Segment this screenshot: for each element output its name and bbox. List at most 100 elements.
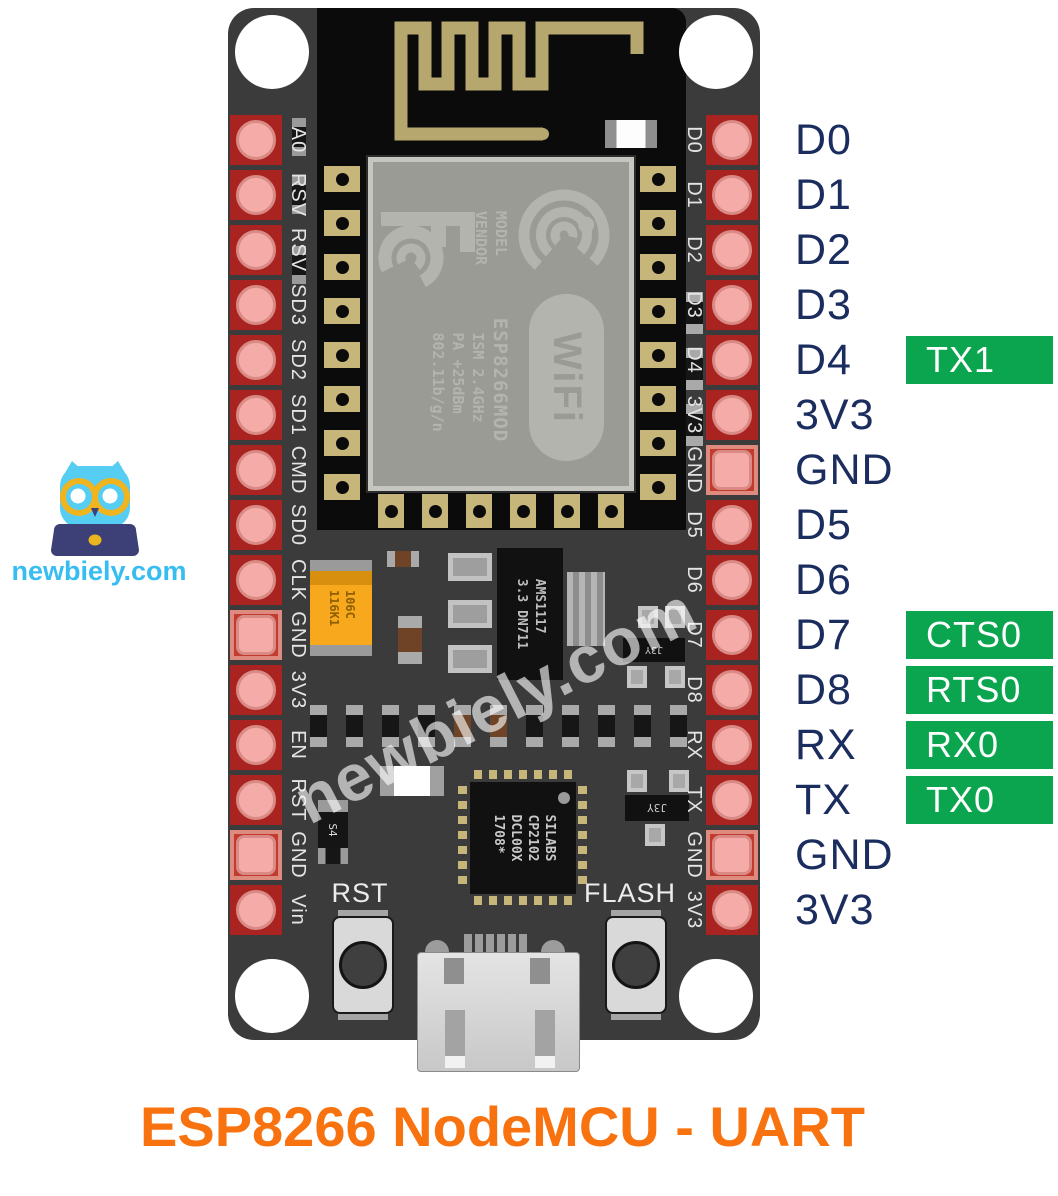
pad-hole bbox=[236, 615, 276, 655]
mounting-hole bbox=[679, 959, 753, 1033]
smd-component bbox=[454, 705, 471, 747]
pad-hole bbox=[236, 505, 276, 545]
smd-component bbox=[598, 705, 615, 747]
smd-component bbox=[526, 705, 543, 747]
chip-pin1-dot bbox=[558, 792, 570, 804]
transistor: J3Y bbox=[625, 795, 689, 821]
solder-pad bbox=[627, 666, 647, 688]
pad-hole bbox=[236, 175, 276, 215]
pcb-antenna-icon bbox=[394, 21, 644, 141]
pin-pad-left-en bbox=[230, 720, 282, 770]
pin-pad-right-gnd bbox=[706, 830, 758, 880]
voltage-regulator: AMS1117 3.3 DN711 bbox=[497, 548, 563, 680]
pin-pad-left-sd2 bbox=[230, 335, 282, 385]
pad-hole bbox=[236, 395, 276, 435]
smd-resistor bbox=[398, 616, 422, 664]
module-pad bbox=[324, 474, 360, 500]
solder-pad bbox=[448, 600, 492, 628]
pin-pad-left-a0 bbox=[230, 115, 282, 165]
pad-hole bbox=[236, 285, 276, 325]
mounting-hole bbox=[235, 959, 309, 1033]
module-pad bbox=[324, 210, 360, 236]
pad-hole bbox=[712, 780, 752, 820]
pad-hole bbox=[236, 670, 276, 710]
esp8266-module: MODEL VENDOR ISM 2.4GHz PA +25dBm 802.11… bbox=[368, 157, 634, 491]
pad-hole bbox=[712, 340, 752, 380]
pin-pad-right-rx bbox=[706, 720, 758, 770]
smd-component bbox=[292, 246, 306, 284]
pin-pad-left-rst bbox=[230, 775, 282, 825]
wifi-badge: WiFi bbox=[529, 294, 604, 461]
pinout-label-rx: RX bbox=[795, 721, 857, 769]
smd-resistor bbox=[387, 551, 419, 567]
pinout-label-d1: D1 bbox=[795, 171, 852, 219]
smd-component bbox=[686, 404, 703, 446]
wifi-text: WiFi bbox=[545, 331, 589, 424]
pinout-label-tx: TX bbox=[795, 776, 852, 824]
pin-pad-left-sd0 bbox=[230, 500, 282, 550]
module-pad bbox=[378, 494, 404, 528]
pinout-label-3v3: 3V3 bbox=[795, 886, 875, 934]
pin-pad-left-rsv bbox=[230, 225, 282, 275]
pin-pad-left-rsv bbox=[230, 170, 282, 220]
module-pad bbox=[510, 494, 536, 528]
flash-button bbox=[605, 910, 667, 1020]
pad-hole bbox=[236, 890, 276, 930]
led bbox=[605, 120, 657, 148]
pad-hole bbox=[712, 230, 752, 270]
module-pad bbox=[640, 210, 676, 236]
module-pad bbox=[640, 254, 676, 280]
pin-pad-right-d8 bbox=[706, 665, 758, 715]
pinout-label-d7: D7 bbox=[795, 611, 852, 659]
reset-button bbox=[332, 910, 394, 1020]
pin-pad-right-d2 bbox=[706, 225, 758, 275]
solder-pad bbox=[627, 770, 647, 792]
pad-hole bbox=[236, 230, 276, 270]
smd-component bbox=[670, 705, 687, 747]
pinout-label-d3: D3 bbox=[795, 281, 852, 329]
espressif-logo-icon bbox=[518, 189, 610, 281]
regulator-tab bbox=[567, 572, 605, 646]
smd-component bbox=[382, 705, 399, 747]
pad-hole bbox=[712, 120, 752, 160]
pad-hole bbox=[712, 615, 752, 655]
uart-badge-rx0: RX0 bbox=[906, 721, 1053, 769]
pad-hole bbox=[712, 725, 752, 765]
uart-badge-tx1: TX1 bbox=[906, 336, 1053, 384]
mounting-hole bbox=[235, 15, 309, 89]
smd-component bbox=[310, 705, 327, 747]
nodemcu-board: MODEL VENDOR ISM 2.4GHz PA +25dBm 802.11… bbox=[228, 8, 760, 1072]
module-pad bbox=[324, 430, 360, 456]
module-pad bbox=[640, 386, 676, 412]
smd-component bbox=[318, 848, 348, 864]
fcc-logo-icon bbox=[378, 212, 475, 290]
smd-component bbox=[562, 705, 579, 747]
pad-hole bbox=[236, 450, 276, 490]
pad-hole bbox=[236, 835, 276, 875]
module-pad bbox=[598, 494, 624, 528]
transistor: J3Y bbox=[623, 638, 685, 662]
page-title: ESP8266 NodeMCU - UART bbox=[139, 1095, 866, 1158]
smd-component bbox=[686, 348, 703, 390]
pin-pad-right-d5 bbox=[706, 500, 758, 550]
solder-pad bbox=[665, 666, 685, 688]
module-pad bbox=[640, 430, 676, 456]
pin-pad-right-d1 bbox=[706, 170, 758, 220]
smd-component bbox=[346, 705, 363, 747]
pad-hole bbox=[712, 450, 752, 490]
pinout-label-d4: D4 bbox=[795, 336, 852, 384]
pin-pad-right-d4 bbox=[706, 335, 758, 385]
pin-pad-right-3v3 bbox=[706, 390, 758, 440]
module-pad bbox=[640, 298, 676, 324]
pad-hole bbox=[712, 175, 752, 215]
module-specs-text: ISM 2.4GHz PA +25dBm 802.11b/g/n bbox=[428, 332, 488, 432]
pin-pad-left-vin bbox=[230, 885, 282, 935]
module-pad bbox=[324, 342, 360, 368]
pin-pad-left-clk bbox=[230, 555, 282, 605]
module-pad bbox=[324, 386, 360, 412]
capacitor-text: 106C 116K1 bbox=[327, 589, 357, 627]
pin-pad-left-cmd bbox=[230, 445, 282, 495]
module-pad bbox=[640, 342, 676, 368]
smd-component bbox=[292, 118, 306, 156]
